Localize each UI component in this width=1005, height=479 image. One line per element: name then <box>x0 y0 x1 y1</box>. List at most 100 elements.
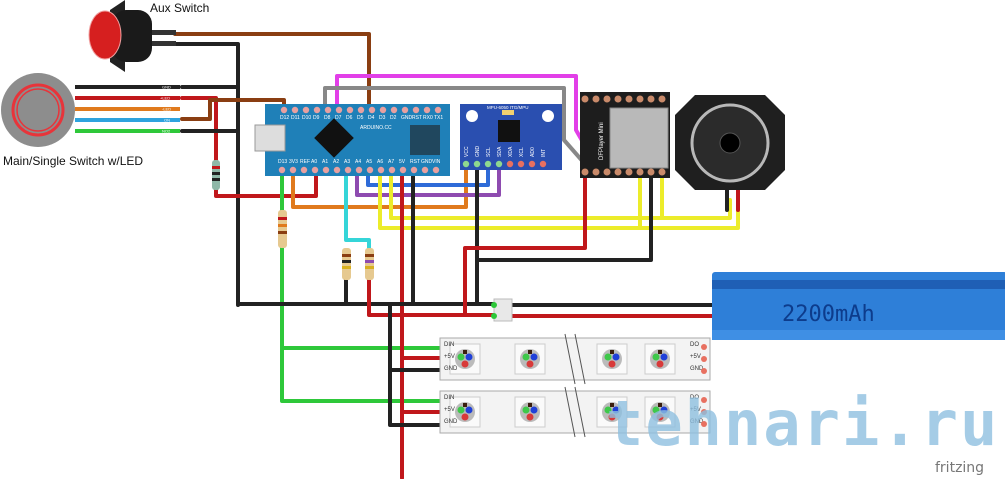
rgb-led <box>514 343 546 375</box>
pin <box>412 106 420 114</box>
main-switch-label: Main/Single Switch w/LED <box>3 154 143 168</box>
pin-label: A5 <box>366 159 372 165</box>
pin-label: GND <box>401 115 413 121</box>
pin-label: RX0 <box>423 115 433 121</box>
pin <box>432 166 440 174</box>
pin <box>647 95 655 103</box>
rgb-led <box>449 343 481 375</box>
speaker[interactable] <box>675 95 785 190</box>
main-switch[interactable]: GND +LED -LED ON NO2 Main/Single Switch … <box>1 73 180 168</box>
pin-label: SCL <box>486 147 492 157</box>
wire-df-red <box>463 170 587 317</box>
strip-pin-label: DIN <box>444 342 454 348</box>
pin-label: GND <box>475 146 481 158</box>
pin-label: D13 <box>278 159 287 165</box>
pin-label: A2 <box>333 159 339 165</box>
wire-led-res-a0 <box>214 166 318 198</box>
pin-label: A7 <box>388 159 394 165</box>
pin <box>434 106 442 114</box>
wire-blue <box>366 166 490 187</box>
pin <box>701 368 707 374</box>
wire-gray <box>323 86 594 174</box>
aux-switch-label: Aux Switch <box>150 1 209 15</box>
pin-label: A3 <box>344 159 350 165</box>
pin-label: AD0 <box>530 147 536 157</box>
switch-wire-labels: GND +LED -LED ON NO2 <box>160 85 171 134</box>
pin <box>379 106 387 114</box>
pin-label: REF <box>300 159 310 165</box>
pin <box>421 166 429 174</box>
switch-wire-label: NO2 <box>162 129 171 134</box>
pin-label: RST <box>410 159 420 165</box>
strip-out-label: GND <box>690 419 704 425</box>
pin <box>313 106 321 114</box>
pin <box>603 168 611 176</box>
battery-label: 2200mAh <box>782 302 875 327</box>
switch-wire-label: GND <box>162 85 171 90</box>
pin <box>636 168 644 176</box>
pin <box>592 168 600 176</box>
pin <box>701 421 707 427</box>
pin-label: D9 <box>313 115 320 121</box>
pin-label: A4 <box>355 159 361 165</box>
pin-label: D5 <box>357 115 364 121</box>
strip-out-label: DO <box>690 342 699 348</box>
wire-yellow-2 <box>389 166 732 220</box>
pin-label: D6 <box>346 115 353 121</box>
rgb-led <box>596 343 628 375</box>
strip-pin-label: GND <box>444 419 458 425</box>
pin <box>614 95 622 103</box>
wire-res2-red <box>367 278 497 317</box>
pin <box>278 166 286 174</box>
battery[interactable]: 2200mAh <box>712 272 1005 340</box>
strip-out-label: +5V <box>690 407 701 413</box>
pin <box>357 106 365 114</box>
switch-wire-label: +LED <box>160 96 170 101</box>
pin <box>603 95 611 103</box>
rgb-led <box>644 343 676 375</box>
pin <box>581 168 589 176</box>
wire-df-gnd <box>475 170 653 262</box>
pin <box>388 166 396 174</box>
pin-label: GND <box>421 159 433 165</box>
resistor-d13 <box>278 210 287 248</box>
pin-label: 5V <box>399 159 406 165</box>
pin-label: D2 <box>390 115 397 121</box>
pin-label: D4 <box>368 115 375 121</box>
pin <box>390 106 398 114</box>
pin <box>528 160 536 168</box>
pin <box>592 95 600 103</box>
pin <box>423 106 431 114</box>
rgb-led <box>514 396 546 428</box>
arduino-label: ARDUINO.CC <box>360 125 392 131</box>
pin <box>410 166 418 174</box>
pin <box>377 166 385 174</box>
watermark: tehnari.ru <box>606 387 999 460</box>
pin <box>701 397 707 403</box>
dfplayer-mini[interactable]: DFPlayer Mini <box>580 92 670 178</box>
pin <box>462 160 470 168</box>
pin <box>539 160 547 168</box>
battery-connector <box>491 298 513 322</box>
rgb-led <box>449 396 481 428</box>
wire-strip-red <box>400 356 442 414</box>
pin-label: A0 <box>311 159 317 165</box>
strip-pin-label: +5V <box>444 407 455 413</box>
pin-label: D12 <box>280 115 289 121</box>
pin <box>311 166 319 174</box>
pin <box>280 106 288 114</box>
pin-label: SDA <box>497 146 503 157</box>
pin <box>581 95 589 103</box>
pin <box>473 160 481 168</box>
pin <box>701 356 707 362</box>
pin <box>701 409 707 415</box>
pin <box>346 106 354 114</box>
aux-switch[interactable]: Aux Switch <box>88 0 209 72</box>
